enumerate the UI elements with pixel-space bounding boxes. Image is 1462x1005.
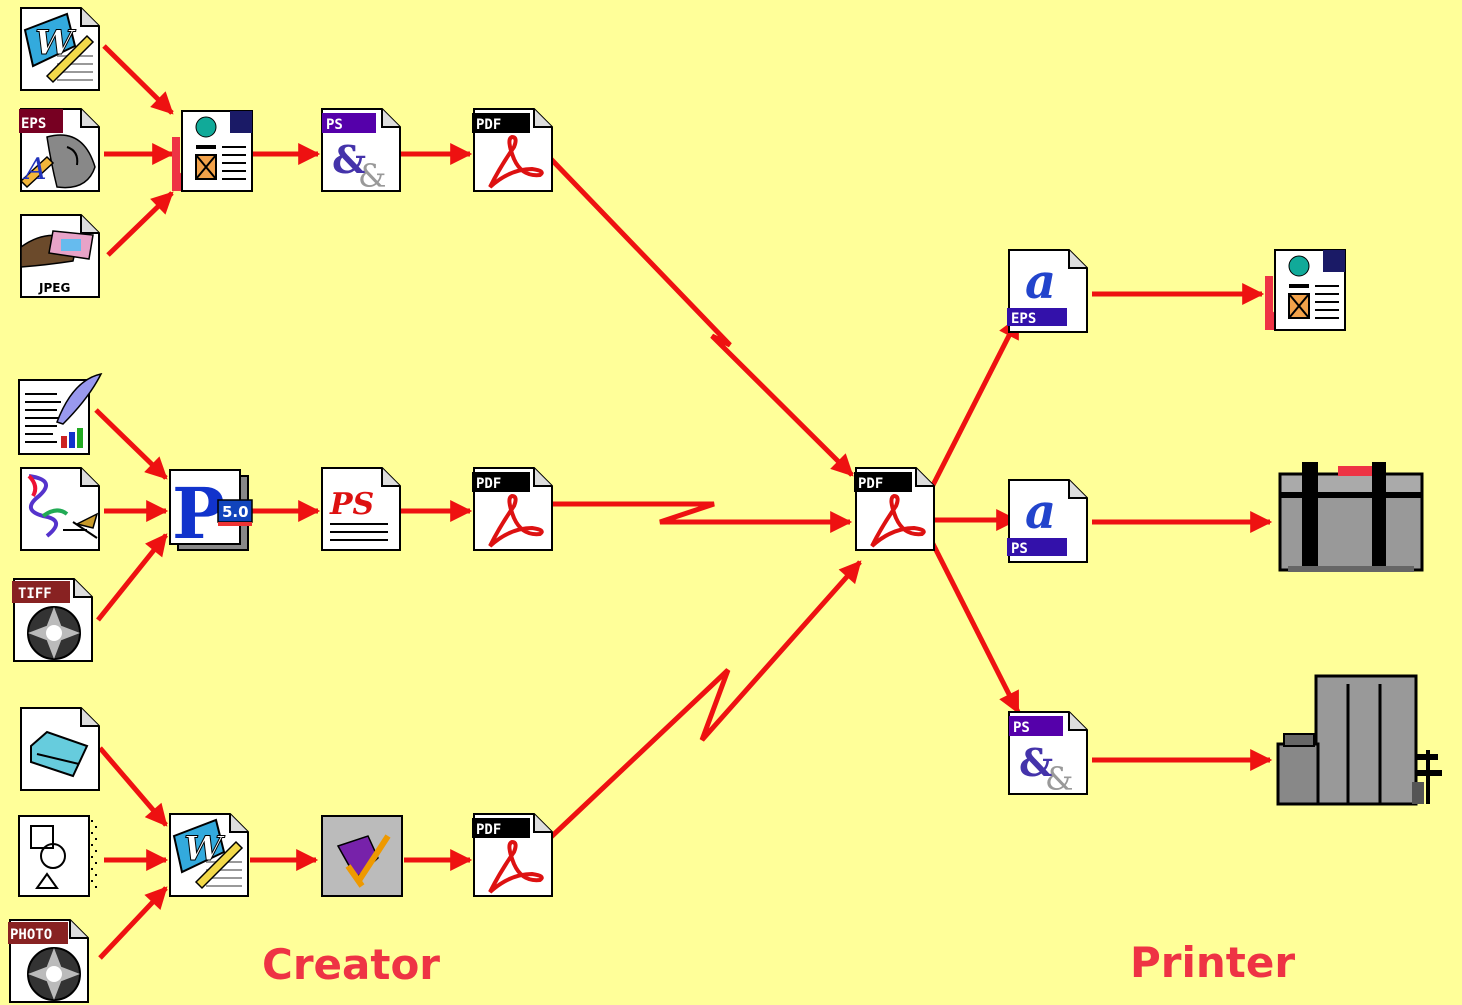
postscript-amp-icon: PS & &: [321, 108, 401, 195]
svg-text:PDF: PDF: [476, 117, 501, 133]
pagemaker-icon: P 5.0: [169, 469, 253, 555]
svg-text:EPS: EPS: [21, 116, 46, 132]
illustrator-ps-icon: a PS: [1007, 479, 1088, 563]
svg-text:PDF: PDF: [476, 476, 501, 492]
jpeg-image-icon: JPEG: [20, 214, 100, 298]
vector-drawing-icon: [20, 467, 100, 551]
pdf-central-icon: PDF: [854, 467, 935, 551]
arrow-pdf2-to-central: [550, 501, 853, 533]
arrow-pdf1-to-central: [548, 156, 854, 477]
pdf-icon: PDF: [472, 467, 553, 551]
svg-text:&: &: [1045, 760, 1073, 798]
shapes-document-icon: [18, 815, 97, 897]
folder-document-icon: [20, 707, 100, 791]
svg-text:EPS: EPS: [1011, 311, 1036, 327]
word-document-icon: W: [20, 7, 100, 91]
svg-text:5.0: 5.0: [222, 503, 249, 521]
svg-text:PS: PS: [329, 487, 374, 522]
writer-document-icon: [18, 372, 103, 455]
svg-text:PS: PS: [1013, 720, 1030, 736]
arrow-tiff-to-pagemaker: [96, 533, 168, 622]
svg-text:PDF: PDF: [476, 822, 501, 838]
svg-text:a: a: [1025, 254, 1056, 310]
svg-text:A: A: [22, 152, 47, 187]
svg-text:&: &: [332, 137, 366, 182]
arrow-pdf3-to-central: [548, 560, 862, 840]
photo-image-icon: PHOTO: [8, 919, 89, 1003]
svg-text:PHOTO: PHOTO: [10, 927, 52, 943]
desktop-printer-icon: [1278, 462, 1424, 572]
pdf-icon: PDF: [472, 108, 553, 192]
svg-text:&: &: [1019, 740, 1053, 785]
svg-text:&: &: [358, 157, 386, 195]
printer-label: Printer: [1130, 938, 1296, 987]
arrow-central-to-psamp: [929, 540, 1021, 714]
word-document-icon: W: [169, 813, 249, 897]
production-press-icon: [1276, 674, 1442, 806]
quarkxpress-icon: [1265, 249, 1346, 331]
arrow-central-to-eps: [929, 316, 1021, 489]
svg-text:PS: PS: [326, 117, 343, 133]
arrows: [94, 44, 1273, 960]
postscript-amp-icon: PS & &: [1008, 711, 1088, 798]
arrow-jpeg-to-quark: [106, 191, 174, 257]
svg-text:PS: PS: [1011, 541, 1028, 557]
pdf-icon: PDF: [472, 813, 553, 897]
illustrator-eps-icon: a EPS: [1007, 249, 1088, 333]
acrobat-distiller-icon: [321, 815, 403, 897]
svg-text:PDF: PDF: [858, 476, 883, 492]
svg-text:a: a: [1025, 484, 1056, 540]
arrow-folder-to-word: [98, 746, 168, 827]
arrow-word-to-quark: [102, 44, 174, 115]
svg-text:JPEG: JPEG: [38, 281, 70, 295]
svg-text:P: P: [172, 472, 225, 555]
creator-label: Creator: [262, 940, 441, 989]
arrow-photo-to-word: [98, 886, 168, 960]
postscript-file-icon: PS: [321, 467, 401, 551]
svg-text:TIFF: TIFF: [18, 586, 52, 602]
tiff-image-icon: TIFF: [12, 578, 93, 662]
quarkxpress-icon: [172, 110, 253, 192]
arrow-writer-to-pagemaker: [94, 408, 168, 480]
eps-image-icon: EPS A: [19, 108, 100, 192]
